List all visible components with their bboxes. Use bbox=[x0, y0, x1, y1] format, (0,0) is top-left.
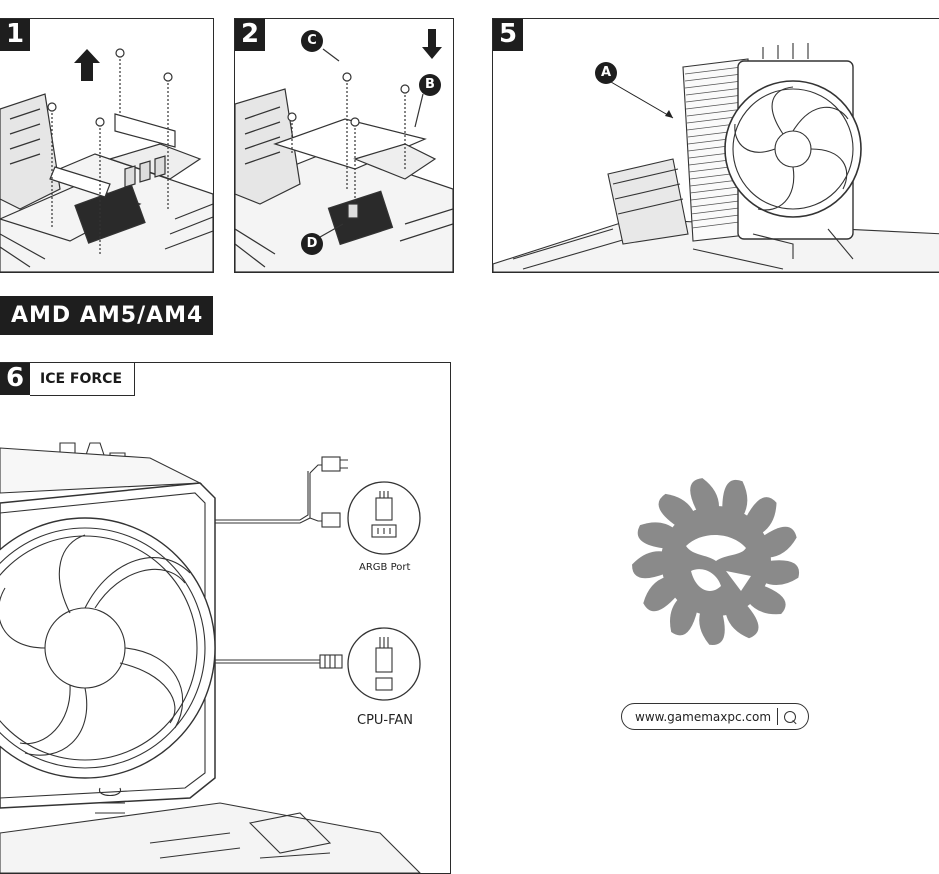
step-1-panel: 1 bbox=[0, 18, 214, 273]
step-2-panel: 2 C B D bbox=[234, 18, 454, 273]
logo-blade bbox=[722, 479, 748, 517]
logo-blade bbox=[632, 551, 666, 579]
step-6-panel: 6 ICE FORCE bbox=[0, 362, 451, 874]
step-2-illustration bbox=[235, 29, 453, 272]
lion-head-logo bbox=[632, 478, 800, 645]
callout-a: A bbox=[595, 62, 617, 84]
logo-blade bbox=[658, 493, 695, 527]
logo-blade bbox=[748, 585, 786, 615]
step-1-badge: 1 bbox=[0, 19, 30, 51]
callout-d: D bbox=[301, 233, 323, 255]
cpu-fan-label: CPU-FAN bbox=[357, 713, 414, 728]
logo-blade bbox=[637, 522, 675, 549]
step-2-badge: 2 bbox=[235, 19, 265, 51]
step-5-illustration bbox=[493, 43, 939, 272]
logo-blade bbox=[690, 478, 720, 513]
step-6-illustration bbox=[0, 442, 421, 873]
arrow-up-icon bbox=[74, 49, 100, 81]
logo-blade bbox=[763, 560, 800, 586]
search-divider bbox=[777, 708, 779, 725]
callout-c: C bbox=[301, 30, 323, 52]
logo-blade bbox=[745, 497, 777, 534]
step-5-panel: 5 A bbox=[492, 18, 939, 273]
section-banner: AMD AM5/AM4 bbox=[0, 296, 213, 335]
search-icon[interactable] bbox=[783, 710, 797, 724]
step-5-badge: 5 bbox=[493, 19, 523, 51]
step-1-illustration bbox=[0, 48, 213, 272]
logo-blade bbox=[643, 576, 678, 612]
logo-blade bbox=[725, 603, 759, 639]
argb-port-label: ARGB Port bbox=[359, 562, 411, 573]
website-search-bar[interactable]: www.gamemaxpc.com bbox=[621, 703, 809, 730]
logo-blade bbox=[762, 526, 797, 558]
arrow-down-icon bbox=[422, 29, 442, 59]
logo-blade bbox=[699, 610, 725, 645]
callout-b: B bbox=[419, 74, 441, 96]
logo-blade bbox=[669, 597, 698, 636]
step-6-badge: 6 bbox=[0, 363, 30, 395]
step-6-title: ICE FORCE bbox=[30, 363, 136, 396]
website-url: www.gamemaxpc.com bbox=[635, 709, 772, 724]
